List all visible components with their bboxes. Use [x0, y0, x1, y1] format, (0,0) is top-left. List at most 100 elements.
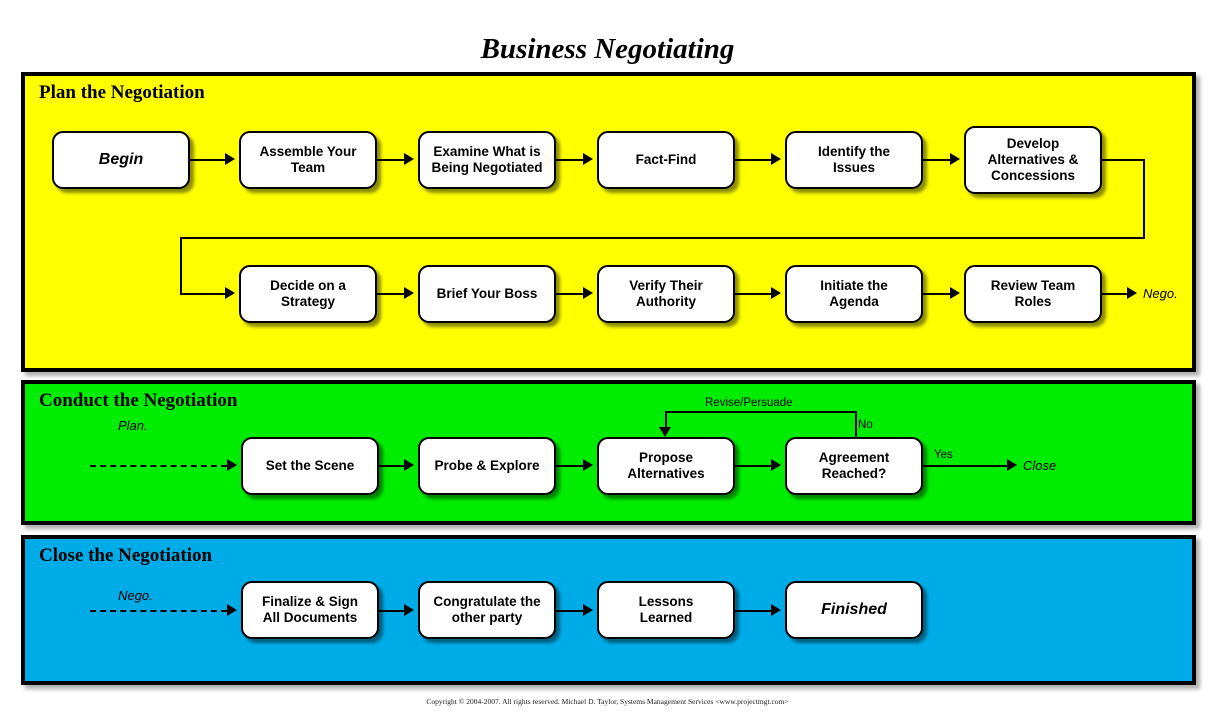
section-title-close: Close the Negotiation — [39, 545, 213, 566]
node-finished[interactable]: Finished — [785, 581, 923, 639]
section-conduct-the-negotiation: Conduct the Negotiation — [21, 380, 1196, 525]
node-label-line2: other party — [451, 610, 523, 625]
node-label-line2: All Documents — [262, 610, 358, 625]
connector-assemble-to-examine — [377, 159, 404, 161]
connector-nego-into-finalize — [90, 610, 227, 612]
node-label-line2: Being Negotiated — [431, 160, 543, 175]
node-label-line2: Agenda — [829, 294, 879, 309]
connector-revise-down — [665, 411, 667, 427]
node-fact-find[interactable]: Fact-Find — [597, 131, 735, 189]
node-probe-and-explore[interactable]: Probe & Explore — [418, 437, 556, 495]
arrowhead — [404, 153, 414, 165]
arrowhead — [227, 459, 237, 471]
connector-plan-into-set-the-scene — [90, 465, 227, 467]
section-title-conduct: Conduct the Negotiation — [39, 390, 238, 411]
arrowhead — [227, 604, 237, 616]
page-title: Business Negotiating — [480, 33, 735, 65]
arrowhead — [771, 604, 781, 616]
flow-exit-label-nego: Nego. — [1143, 286, 1178, 301]
connector-begin-to-assemble — [190, 159, 225, 161]
connector-identify-to-develop — [923, 159, 950, 161]
connector-finalize-to-congratulate — [379, 610, 404, 612]
connector-brief-to-verify — [556, 293, 583, 295]
connector-wrap-right-down — [1143, 159, 1145, 237]
section-title-plan: Plan the Negotiation — [39, 82, 205, 103]
connector-congratulate-to-lessons — [556, 610, 583, 612]
node-label-line1: Identify the — [817, 144, 890, 160]
node-label: Fact-Find — [635, 152, 697, 168]
arrowhead — [225, 287, 235, 299]
connector-wrap-top — [1102, 159, 1145, 161]
node-label: Finished — [821, 600, 887, 618]
node-label-line2: Issues — [832, 160, 875, 175]
connector-lessons-to-finished — [735, 610, 771, 612]
node-label: Probe & Explore — [434, 458, 540, 474]
arrowhead — [404, 459, 414, 471]
arrowhead — [404, 604, 414, 616]
node-label-line2: Roles — [1014, 294, 1052, 309]
node-label-line1: Develop — [1006, 136, 1060, 152]
node-label: Brief Your Boss — [436, 286, 538, 302]
node-label-line1: Assemble Your — [259, 144, 357, 160]
connector-decide-to-brief — [377, 293, 404, 295]
connector-review-to-nego — [1102, 293, 1127, 295]
node-label: Set the Scene — [265, 458, 355, 474]
connector-agreement-yes-to-close — [923, 465, 1007, 467]
flow-exit-label-close: Close — [1023, 458, 1057, 473]
connector-scene-to-probe — [379, 465, 404, 467]
section-plan-the-negotiation: Plan the Negotiation — [21, 72, 1196, 372]
node-begin[interactable]: Begin — [52, 131, 190, 189]
node-label-line2: Team — [290, 160, 326, 175]
connector-initiate-to-review — [923, 293, 950, 295]
node-label-line1: Initiate the — [820, 278, 888, 294]
node-brief-your-boss[interactable]: Brief Your Boss — [418, 265, 556, 323]
connector-wrap-left-down — [180, 237, 182, 293]
copyright-footer: Copyright © 2004-2007. All rights reserv… — [426, 697, 789, 706]
edge-label-revise-persuade: Revise/Persuade — [705, 397, 793, 409]
connector-examine-to-factfind — [556, 159, 583, 161]
arrowhead — [404, 287, 414, 299]
flow-entry-label-plan: Plan. — [118, 418, 148, 433]
node-set-the-scene[interactable]: Set the Scene — [241, 437, 379, 495]
node-label-line1: Lessons — [638, 594, 694, 610]
node-label-line2: Reached? — [821, 466, 887, 481]
node-label-line2: Strategy — [280, 294, 336, 309]
connector-verify-to-initiate — [735, 293, 771, 295]
flow-entry-label-nego: Nego. — [118, 588, 153, 603]
node-label-line1: Examine What is — [433, 144, 541, 160]
arrowhead — [225, 153, 235, 165]
node-label-line2: Alternatives & — [987, 152, 1079, 168]
node-label-line1: Agreement — [818, 450, 890, 466]
connector-revise-across — [665, 411, 855, 413]
node-label-line2: Authority — [635, 294, 696, 309]
node-label-line3: Concessions — [990, 167, 1075, 183]
edge-label-no: No — [858, 419, 873, 431]
node-label-line2: Learned — [639, 610, 693, 625]
arrowhead — [771, 459, 781, 471]
connector-probe-to-propose — [556, 465, 583, 467]
arrowhead — [771, 153, 781, 165]
edge-label-yes: Yes — [934, 449, 953, 461]
node-label: Begin — [98, 150, 144, 168]
arrowhead — [950, 153, 960, 165]
node-label-line1: Finalize & Sign — [261, 594, 358, 610]
connector-wrap-across — [180, 237, 1145, 239]
node-label-line1: Congratulate the — [433, 594, 541, 610]
arrowhead — [1007, 459, 1017, 471]
arrowhead — [950, 287, 960, 299]
connector-wrap-into-decide — [180, 293, 225, 295]
arrowhead — [583, 287, 593, 299]
